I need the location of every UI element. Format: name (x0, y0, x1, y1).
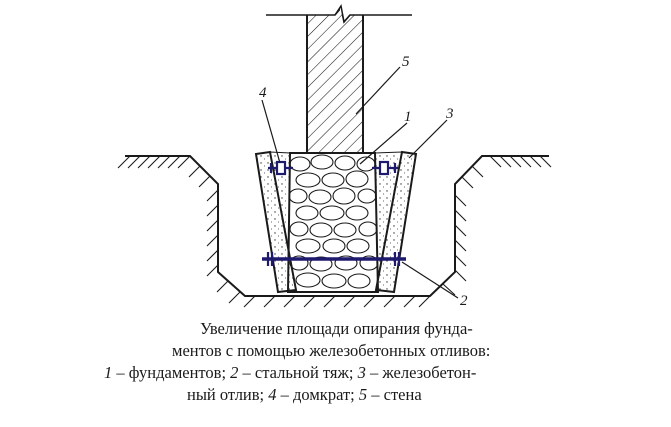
label-5: 5 (402, 54, 410, 70)
wall (266, 4, 412, 155)
legend-text: ный отлив; (187, 385, 269, 404)
legend-text: – стена (367, 385, 422, 404)
label-4: 4 (259, 85, 267, 101)
concrete-cast-left (254, 150, 298, 294)
rubble-foundation (286, 152, 380, 293)
label-3: 3 (445, 106, 454, 122)
legend-number: 2 (230, 363, 239, 382)
caption-line-1: Увеличение площади опирания фунда- (200, 319, 473, 338)
ground-hatching (117, 155, 552, 308)
legend-number: 5 (358, 385, 368, 404)
caption-line-4: ный отлив; 4 – домкрат; 5 – стена (187, 384, 422, 405)
concrete-cast-right (374, 150, 418, 294)
jack-left (268, 160, 293, 176)
legend-text: – железобетон- (365, 363, 477, 382)
legend-text: – домкрат; (276, 385, 359, 404)
legend-number: 4 (268, 385, 277, 404)
label-2: 2 (460, 293, 468, 309)
leader-lines (261, 66, 459, 299)
legend-number: 1 (104, 363, 113, 382)
caption-line-2: ментов с помощью железобетонных отливов: (172, 341, 491, 360)
ground-line (125, 155, 549, 297)
label-1: 1 (404, 109, 412, 125)
legend-text: – стальной тяж; (238, 363, 358, 382)
jack-right (372, 160, 398, 176)
caption-line-3: 1 – фундаментов; 2 – стальной тяж; 3 – ж… (104, 362, 476, 383)
steel-tie-rod (262, 252, 406, 266)
legend-text: – фундаментов; (112, 363, 231, 382)
legend-number: 3 (357, 363, 366, 382)
